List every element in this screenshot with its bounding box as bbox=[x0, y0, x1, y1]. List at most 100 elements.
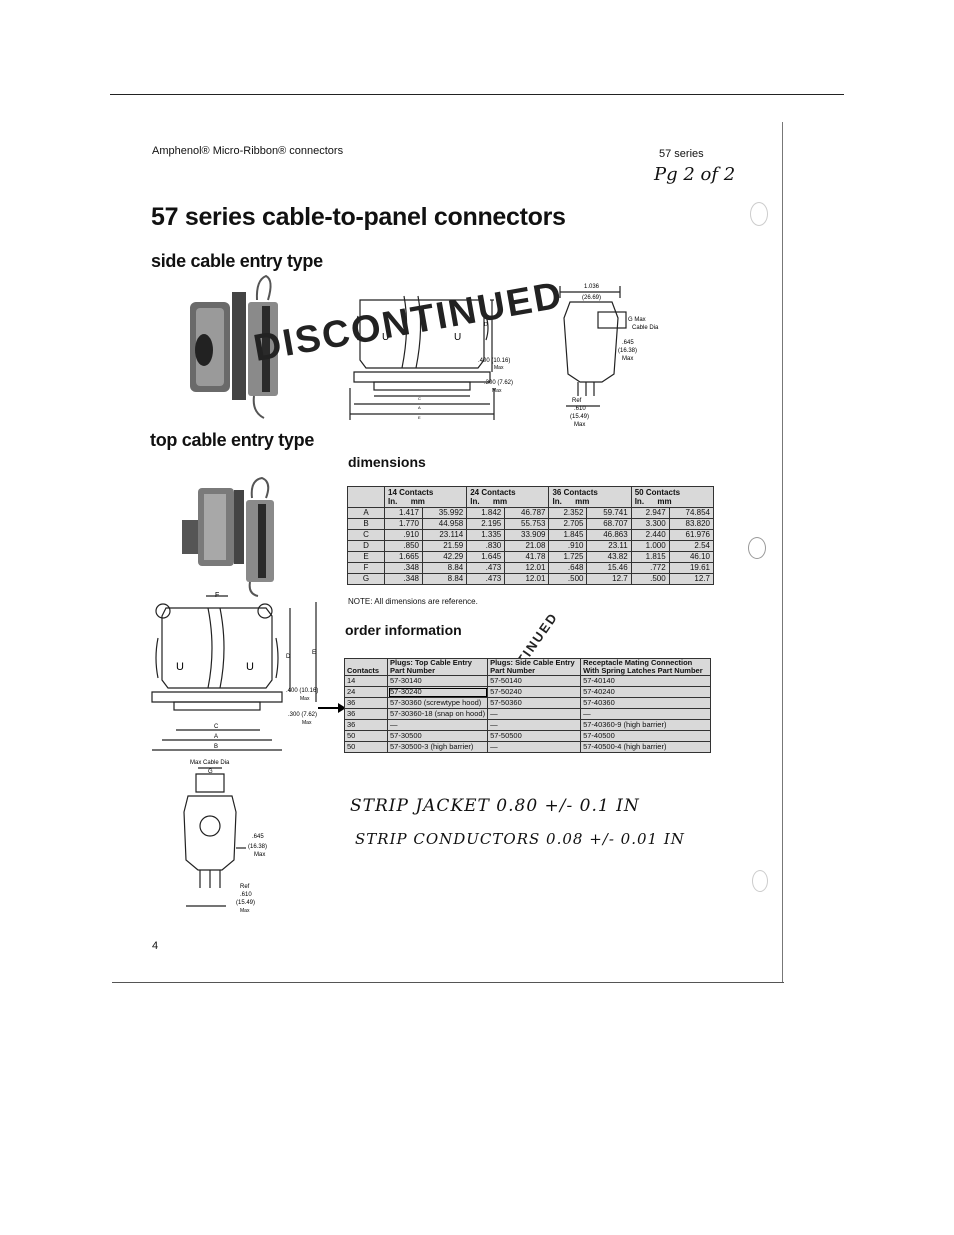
order-col-side: Plugs: Side Cable Entry Part Number bbox=[487, 658, 582, 676]
order-side-cell: — bbox=[487, 708, 582, 720]
dim-row-label: A bbox=[347, 507, 385, 519]
order-top-cell: 57-30240 bbox=[386, 686, 489, 698]
order-side-cell: — bbox=[487, 719, 582, 731]
svg-text:E: E bbox=[418, 415, 421, 420]
dim-row-label: B bbox=[347, 518, 385, 530]
svg-text:.610: .610 bbox=[240, 892, 252, 898]
dim-cell: 55.753 bbox=[504, 518, 550, 530]
dim-cell: .348 bbox=[384, 562, 423, 574]
order-top-cell: 57-30140 bbox=[386, 675, 489, 687]
side-entry-dimension-drawing: U U D C A E .400 (10.16) Max .300 (7.62)… bbox=[349, 295, 513, 420]
dim-cell: 41.78 bbox=[504, 551, 550, 563]
dim-row-label: E bbox=[347, 551, 385, 563]
dim-cell: 46.787 bbox=[504, 507, 550, 519]
dim-cell: 3.300 bbox=[630, 518, 670, 530]
order-contacts-cell: 50 bbox=[344, 730, 388, 742]
dim-cell: 43.82 bbox=[586, 551, 632, 563]
top-entry-end-view-drawing: Max Cable Dia G .645 (16.38) Max Ref .61… bbox=[183, 760, 267, 914]
right-edge-line bbox=[782, 122, 783, 982]
dim-cell: .473 bbox=[466, 562, 506, 574]
order-table: Contacts Plugs: Top Cable Entry Part Num… bbox=[344, 658, 711, 753]
svg-text:Max: Max bbox=[622, 356, 633, 362]
dim-cell: 1.645 bbox=[466, 551, 506, 563]
svg-text:Max Cable Dia: Max Cable Dia bbox=[190, 760, 230, 766]
svg-text:1.036: 1.036 bbox=[584, 284, 600, 290]
dim-cell: 1.665 bbox=[384, 551, 423, 563]
dim-cell: 8.84 bbox=[421, 573, 468, 585]
dim-cell: 61.976 bbox=[668, 529, 715, 541]
dim-cell: 1.845 bbox=[548, 529, 588, 541]
dim-cell: 2.352 bbox=[548, 507, 588, 519]
svg-text:G Max: G Max bbox=[628, 317, 646, 323]
order-contacts-cell: 36 bbox=[344, 708, 388, 720]
dim-cell: 8.84 bbox=[421, 562, 468, 574]
top-rule bbox=[110, 94, 844, 95]
dim-cell: 12.7 bbox=[586, 573, 632, 585]
svg-text:.400 (10.16): .400 (10.16) bbox=[286, 688, 318, 694]
page-number: 4 bbox=[152, 940, 159, 952]
order-receptacle-cell: 57-40500 bbox=[580, 730, 711, 742]
handwritten-page-note: Pg 2 of 2 bbox=[654, 164, 736, 185]
dim-cell: .850 bbox=[384, 540, 423, 552]
dim-cell: 2.54 bbox=[668, 540, 715, 552]
order-col-receptacle: Receptacle Mating Connection With Spring… bbox=[580, 658, 711, 676]
svg-text:A: A bbox=[418, 405, 421, 410]
dim-cell: 2.440 bbox=[630, 529, 670, 541]
dim-cell: 23.114 bbox=[421, 529, 468, 541]
dim-cell: .910 bbox=[548, 540, 588, 552]
dimensions-heading: dimensions bbox=[348, 454, 426, 470]
svg-text:Ref: Ref bbox=[240, 884, 250, 890]
dim-row-label: G bbox=[347, 573, 385, 585]
dim-cell: 2.195 bbox=[466, 518, 506, 530]
dim-corner-cell bbox=[347, 486, 385, 508]
order-top-cell: 57-30360 (screwtype hood) bbox=[386, 697, 489, 709]
svg-text:G: G bbox=[208, 769, 213, 775]
punch-hole bbox=[752, 870, 768, 892]
svg-text:D: D bbox=[484, 322, 488, 328]
dim-cell: 46.10 bbox=[668, 551, 715, 563]
dim-cell: 12.01 bbox=[504, 573, 550, 585]
order-side-cell: 57-50500 bbox=[487, 730, 582, 742]
dim-cell: 2.947 bbox=[630, 507, 670, 519]
order-top-cell: 57-30500 bbox=[386, 730, 489, 742]
dim-cell: .348 bbox=[384, 573, 423, 585]
order-top-cell: 57-30500-3 (high barrier) bbox=[386, 741, 489, 753]
dim-cell: 15.46 bbox=[586, 562, 632, 574]
svg-text:.645: .645 bbox=[252, 834, 264, 840]
svg-text:C: C bbox=[214, 724, 219, 730]
svg-text:Ref: Ref bbox=[572, 398, 582, 404]
svg-text:Cable Dia: Cable Dia bbox=[632, 325, 659, 331]
order-side-cell: 57-50360 bbox=[487, 697, 582, 709]
svg-text:Max: Max bbox=[492, 388, 502, 394]
side-entry-connector-photo bbox=[190, 274, 278, 419]
dim-cell: .830 bbox=[466, 540, 506, 552]
dim-cell: .910 bbox=[384, 529, 423, 541]
order-contacts-cell: 14 bbox=[344, 675, 388, 687]
dim-cell: 33.909 bbox=[504, 529, 550, 541]
dim-cell: 83.820 bbox=[668, 518, 715, 530]
order-side-cell: 57-50140 bbox=[487, 675, 582, 687]
order-col-top: Plugs: Top Cable Entry Part Number bbox=[386, 658, 489, 676]
order-receptacle-cell: 57-40500-4 (high barrier) bbox=[580, 741, 711, 753]
dim-cell: .648 bbox=[548, 562, 588, 574]
order-side-cell: — bbox=[487, 741, 582, 753]
svg-text:Max: Max bbox=[254, 852, 265, 858]
dim-cell: 12.7 bbox=[668, 573, 715, 585]
svg-text:Max: Max bbox=[300, 696, 310, 702]
order-top-cell: — bbox=[386, 719, 489, 731]
dim-cell: 46.863 bbox=[586, 529, 632, 541]
svg-text:.400 (10.16): .400 (10.16) bbox=[478, 358, 510, 364]
order-top-cell: 57-30360-18 (snap on hood) bbox=[386, 708, 489, 720]
bottom-rule bbox=[112, 982, 784, 983]
dim-cell: 1.335 bbox=[466, 529, 506, 541]
